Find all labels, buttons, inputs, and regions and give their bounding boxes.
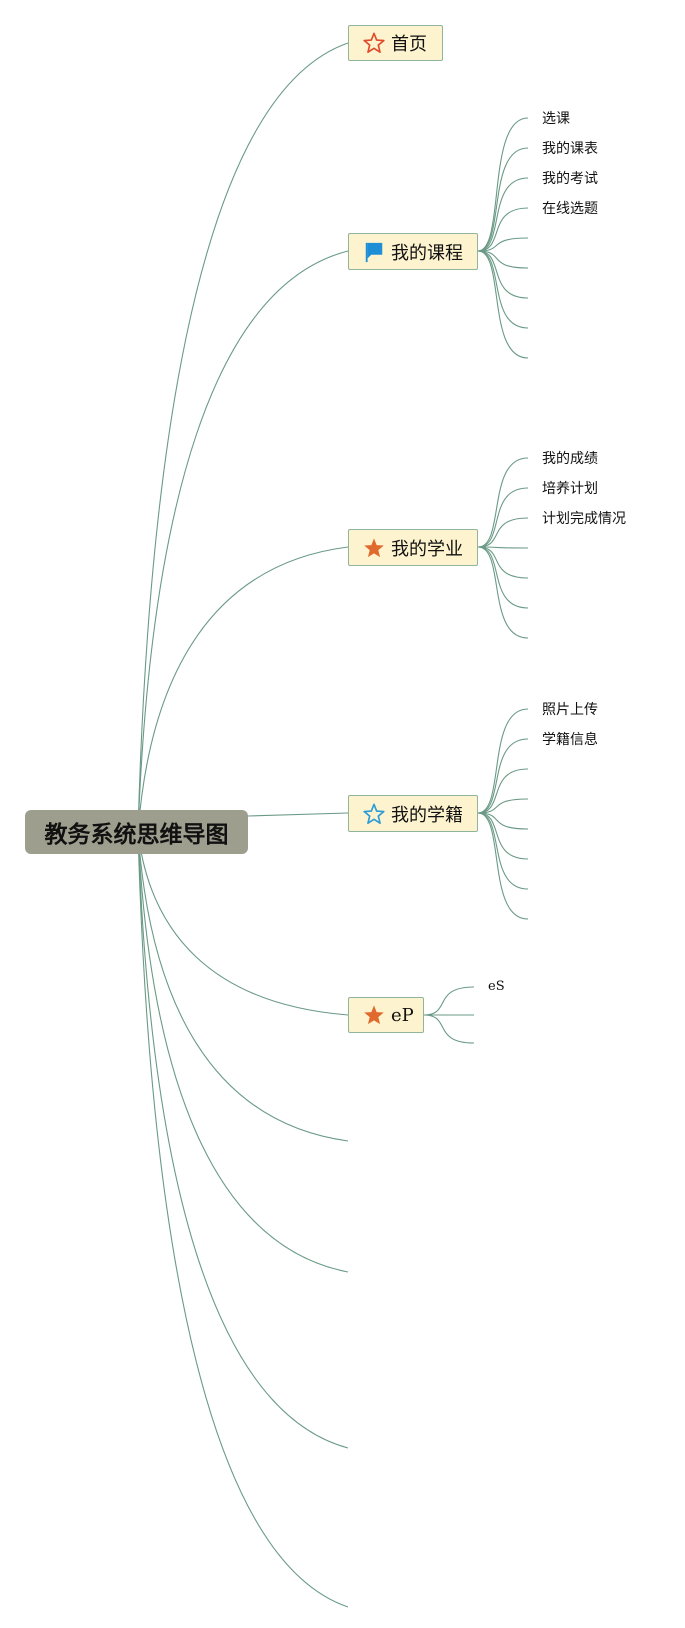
link-root-status <box>247 812 349 817</box>
link-courses-leaf-2 <box>477 177 529 252</box>
link-courses-leaf-7 <box>477 250 529 329</box>
link-study-leaf-1 <box>477 487 529 548</box>
link-study-leaf-0 <box>477 457 529 548</box>
link-status-leaf-6 <box>477 812 529 890</box>
link-study-leaf-2 <box>477 517 529 548</box>
link-status-leaf-2 <box>477 768 529 814</box>
link-status-leaf-5 <box>477 812 529 860</box>
link-root-empty-3 <box>137 831 349 1449</box>
link-courses-leaf-5 <box>477 250 529 269</box>
link-status-leaf-0 <box>477 708 529 814</box>
branch-study[interactable]: 我的学业 <box>348 529 478 566</box>
leaf-status-photo[interactable]: 照片上传 <box>542 702 598 718</box>
star-orange-icon <box>363 537 385 559</box>
star-outline-blue-icon <box>363 803 385 825</box>
link-root-study <box>137 546 349 833</box>
link-root-empty-1 <box>137 831 349 1142</box>
leaf-study-grades[interactable]: 我的成绩 <box>542 451 598 467</box>
link-root-courses <box>137 250 349 833</box>
link-courses-leaf-8 <box>477 250 529 359</box>
link-ep-leaf-2 <box>423 1014 475 1044</box>
link-study-leaf-4 <box>477 546 529 579</box>
leaf-study-plan[interactable]: 培养计划 <box>542 481 598 497</box>
branch-study-label: 我的学业 <box>391 538 463 560</box>
root-node[interactable]: 教务系统思维导图 <box>25 810 248 854</box>
link-status-leaf-4 <box>477 812 529 830</box>
leaf-course-select[interactable]: 选课 <box>542 111 570 127</box>
link-status-leaf-3 <box>477 798 529 814</box>
star-outline-red-icon <box>363 32 385 54</box>
link-study-leaf-3 <box>477 546 529 549</box>
link-courses-leaf-4 <box>477 237 529 252</box>
leaf-course-exams[interactable]: 我的考试 <box>542 171 598 187</box>
star-orange-icon <box>363 1004 385 1026</box>
branch-ep-label: eP <box>391 1004 414 1026</box>
leaf-ep-es[interactable]: eS <box>488 979 505 994</box>
link-courses-leaf-1 <box>477 147 529 252</box>
link-study-leaf-6 <box>477 546 529 639</box>
leaf-course-timetable[interactable]: 我的课表 <box>542 141 598 157</box>
branch-courses-label: 我的课程 <box>391 242 463 264</box>
link-courses-leaf-6 <box>477 250 529 299</box>
link-ep-leaf-0 <box>423 986 475 1016</box>
leaf-course-topic[interactable]: 在线选题 <box>542 201 598 217</box>
branch-status[interactable]: 我的学籍 <box>348 795 478 832</box>
branch-home-label: 首页 <box>391 34 427 55</box>
branch-ep[interactable]: eP <box>348 997 424 1033</box>
link-status-leaf-1 <box>477 738 529 814</box>
link-courses-leaf-0 <box>477 117 529 252</box>
root-label: 教务系统思维导图 <box>44 822 229 848</box>
leaf-status-info[interactable]: 学籍信息 <box>542 732 598 748</box>
link-root-empty-4 <box>137 831 349 1608</box>
link-root-home <box>137 42 349 833</box>
link-root-empty-2 <box>137 831 349 1273</box>
blue-flag-icon <box>363 241 385 263</box>
branch-status-label: 我的学籍 <box>391 804 463 826</box>
branch-home[interactable]: 首页 <box>348 25 443 61</box>
link-status-leaf-7 <box>477 812 529 920</box>
link-root-ep <box>137 831 349 1016</box>
leaf-study-progress[interactable]: 计划完成情况 <box>542 511 626 527</box>
link-courses-leaf-3 <box>477 207 529 252</box>
branch-courses[interactable]: 我的课程 <box>348 233 478 270</box>
